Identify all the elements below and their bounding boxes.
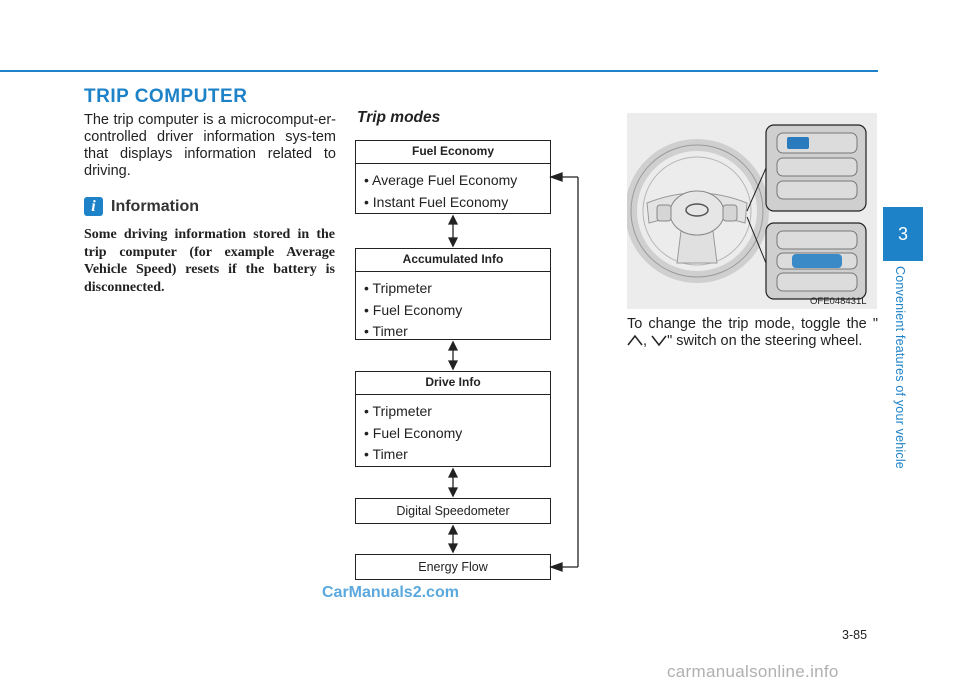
mode-item: • Tripmeter (364, 280, 432, 296)
caption-text-1: To change the trip mode, toggle the " (627, 316, 878, 332)
header-rule (0, 70, 878, 72)
mode-box-fuel-economy: Fuel Economy • Average Fuel Economy • In… (355, 140, 551, 214)
steering-wheel-illustration (625, 113, 877, 309)
figure-caption: To change the trip mode, toggle the ", "… (627, 316, 878, 349)
loop-arrow (549, 172, 579, 572)
info-icon: i (84, 197, 103, 216)
section-title: TRIP COMPUTER (84, 86, 248, 107)
mode-box-header: Drive Info (356, 372, 550, 395)
mode-item: • Timer (364, 323, 408, 339)
footer-watermark: carmanualsonline.info (667, 662, 839, 681)
chapter-tab: 3 (883, 207, 923, 261)
info-heading: Information (111, 198, 199, 215)
mode-box-accumulated-info: Accumulated Info • Tripmeter • Fuel Econ… (355, 248, 551, 340)
double-arrow-3 (447, 467, 459, 498)
mode-box-header: Fuel Economy (356, 141, 550, 164)
caption-text-2: " switch on the steering wheel. (667, 332, 863, 349)
flow-arrows (447, 172, 579, 572)
double-arrow-1 (447, 214, 459, 248)
mode-item: • Instant Fuel Economy (364, 193, 509, 210)
mode-item: • Tripmeter (364, 403, 432, 419)
intro-paragraph: The trip computer is a microcomput-er-co… (84, 112, 336, 179)
double-arrow-2 (447, 340, 459, 371)
chapter-label-text: Convenient features of your vehicle (893, 266, 907, 469)
chapter-label: Convenient features of your vehicle (893, 266, 915, 496)
trip-modes-title: Trip modes (357, 109, 441, 126)
mode-box-drive-info: Drive Info • Tripmeter • Fuel Economy • … (355, 371, 551, 467)
info-text: Some driving information stored in the t… (84, 227, 335, 295)
figure-code: OFE048431L (810, 296, 867, 307)
mode-item: • Fuel Economy (364, 301, 463, 318)
chevron-down-icon (651, 335, 667, 347)
double-arrow-4 (447, 524, 459, 554)
mode-box-energy-flow: Energy Flow (355, 554, 551, 580)
page-number: 3-85 (842, 628, 868, 642)
chevron-up-icon (627, 334, 643, 346)
mode-item: • Fuel Economy (364, 424, 463, 441)
carmanuals-watermark: CarManuals2.com (322, 584, 459, 601)
mode-box-header: Accumulated Info (356, 249, 550, 272)
mode-item: • Timer (364, 446, 408, 462)
mode-box-digital-speedometer: Digital Speedometer (355, 498, 551, 524)
mode-item: • Average Fuel Economy (364, 172, 518, 188)
steering-wheel-image (625, 113, 877, 309)
